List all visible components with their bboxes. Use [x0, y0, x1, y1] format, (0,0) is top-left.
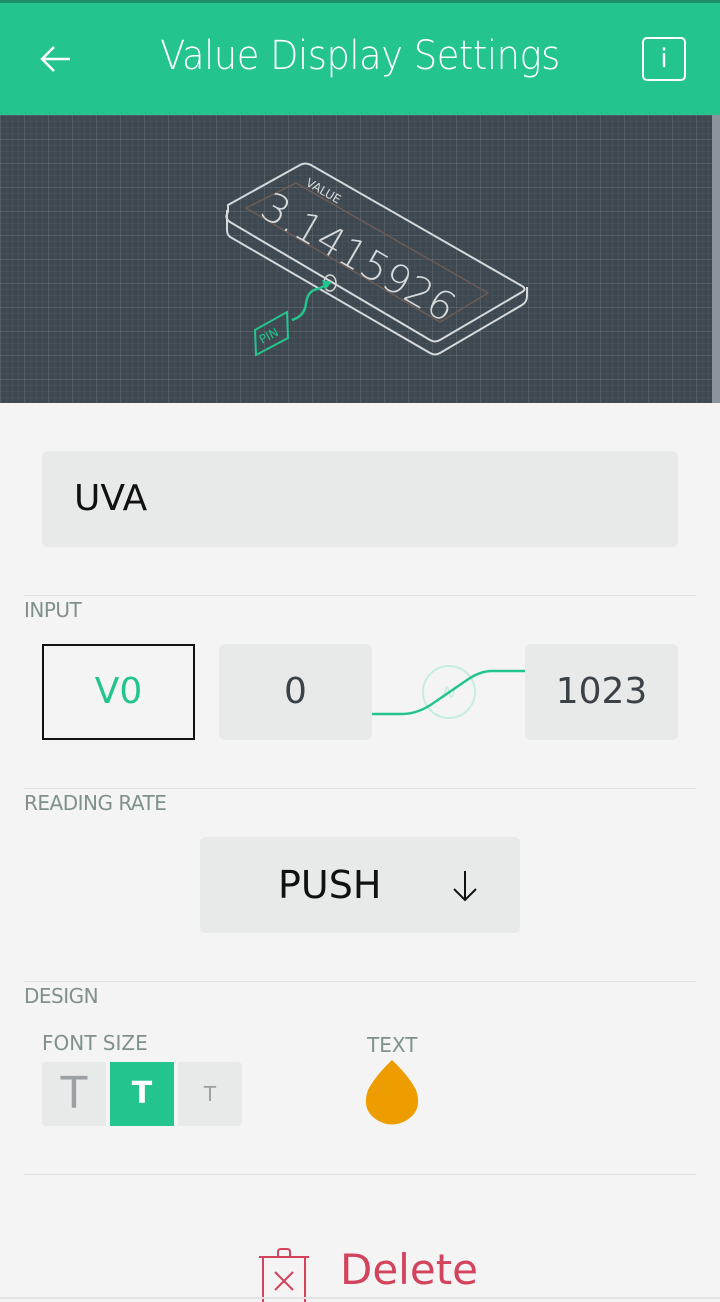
scrollbar[interactable]	[712, 115, 720, 403]
mapping-curve-icon	[372, 665, 525, 719]
reading-rate-section-label: READING RATE	[24, 791, 167, 815]
app-header: Value Display Settings i	[0, 3, 720, 115]
arrow-left-icon	[40, 46, 70, 72]
pin-selector[interactable]: V0	[42, 644, 195, 740]
font-size-large-button[interactable]: T	[42, 1062, 106, 1126]
widget-name-input[interactable]: UVA	[42, 451, 678, 547]
arrow-down-icon	[453, 871, 477, 902]
divider	[24, 981, 696, 982]
design-section-label: DESIGN	[24, 984, 99, 1008]
value-display-illustration: 3.1415926 VALUE PIN	[225, 162, 528, 357]
reading-rate-dropdown[interactable]: PUSH	[200, 837, 520, 933]
font-size-medium-button[interactable]: T	[110, 1062, 174, 1126]
min-value-input[interactable]: 0	[219, 644, 372, 740]
text-color-picker-icon[interactable]	[365, 1060, 419, 1126]
input-section-label: INPUT	[24, 598, 82, 622]
back-button[interactable]	[36, 39, 76, 79]
divider	[24, 1174, 696, 1175]
divider	[0, 1297, 720, 1299]
reading-rate-value: PUSH	[278, 863, 382, 907]
display-value: 3.1415926	[253, 184, 463, 332]
max-value-input[interactable]: 1023	[525, 644, 678, 740]
divider	[24, 595, 696, 596]
divider	[24, 788, 696, 789]
page-title: Value Display Settings	[160, 33, 560, 79]
font-size-label: FONT SIZE	[42, 1031, 148, 1055]
widget-illustration: 3.1415926 VALUE PIN	[0, 115, 720, 403]
font-size-small-button[interactable]: T	[178, 1062, 242, 1126]
status-strip	[0, 0, 720, 3]
svg-text:3.1415926: 3.1415926	[253, 184, 463, 332]
trash-icon	[259, 1248, 309, 1302]
info-button[interactable]: i	[642, 37, 686, 81]
delete-label: Delete	[340, 1245, 478, 1294]
text-color-label: TEXT	[367, 1033, 418, 1057]
